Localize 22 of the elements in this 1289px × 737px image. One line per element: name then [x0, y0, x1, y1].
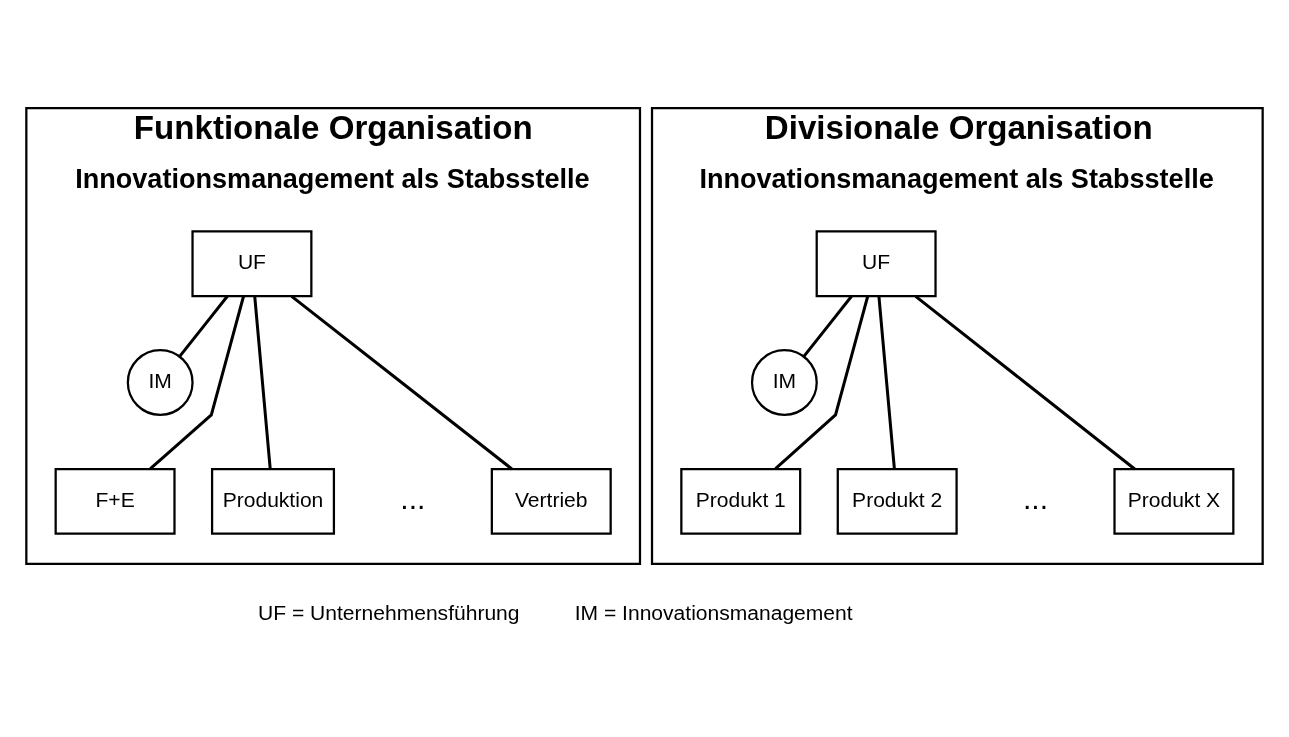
connector: [149, 295, 245, 470]
connector: [802, 294, 853, 357]
node-box: UF: [815, 229, 937, 297]
node-box: Vertrieb: [490, 467, 612, 535]
label: IM = Innovationsmanagement: [574, 600, 853, 624]
label: ...: [400, 481, 426, 515]
node-box: UF: [191, 229, 313, 297]
label: ...: [1023, 481, 1049, 515]
connector: [290, 294, 513, 470]
node-box: Produktion: [210, 467, 336, 535]
node-circle: IM: [750, 348, 818, 416]
node-box: F+E: [54, 467, 176, 535]
connector: [253, 295, 272, 469]
node-box: Produkt 1: [680, 467, 802, 535]
connector: [914, 294, 1136, 470]
node-circle: IM: [126, 348, 194, 416]
connector: [774, 295, 870, 470]
connector: [877, 295, 896, 469]
node-box: Produkt X: [1113, 467, 1235, 535]
label: UF = Unternehmensführung: [258, 600, 520, 624]
connector: [178, 294, 229, 357]
node-box: Produkt 2: [836, 467, 958, 535]
